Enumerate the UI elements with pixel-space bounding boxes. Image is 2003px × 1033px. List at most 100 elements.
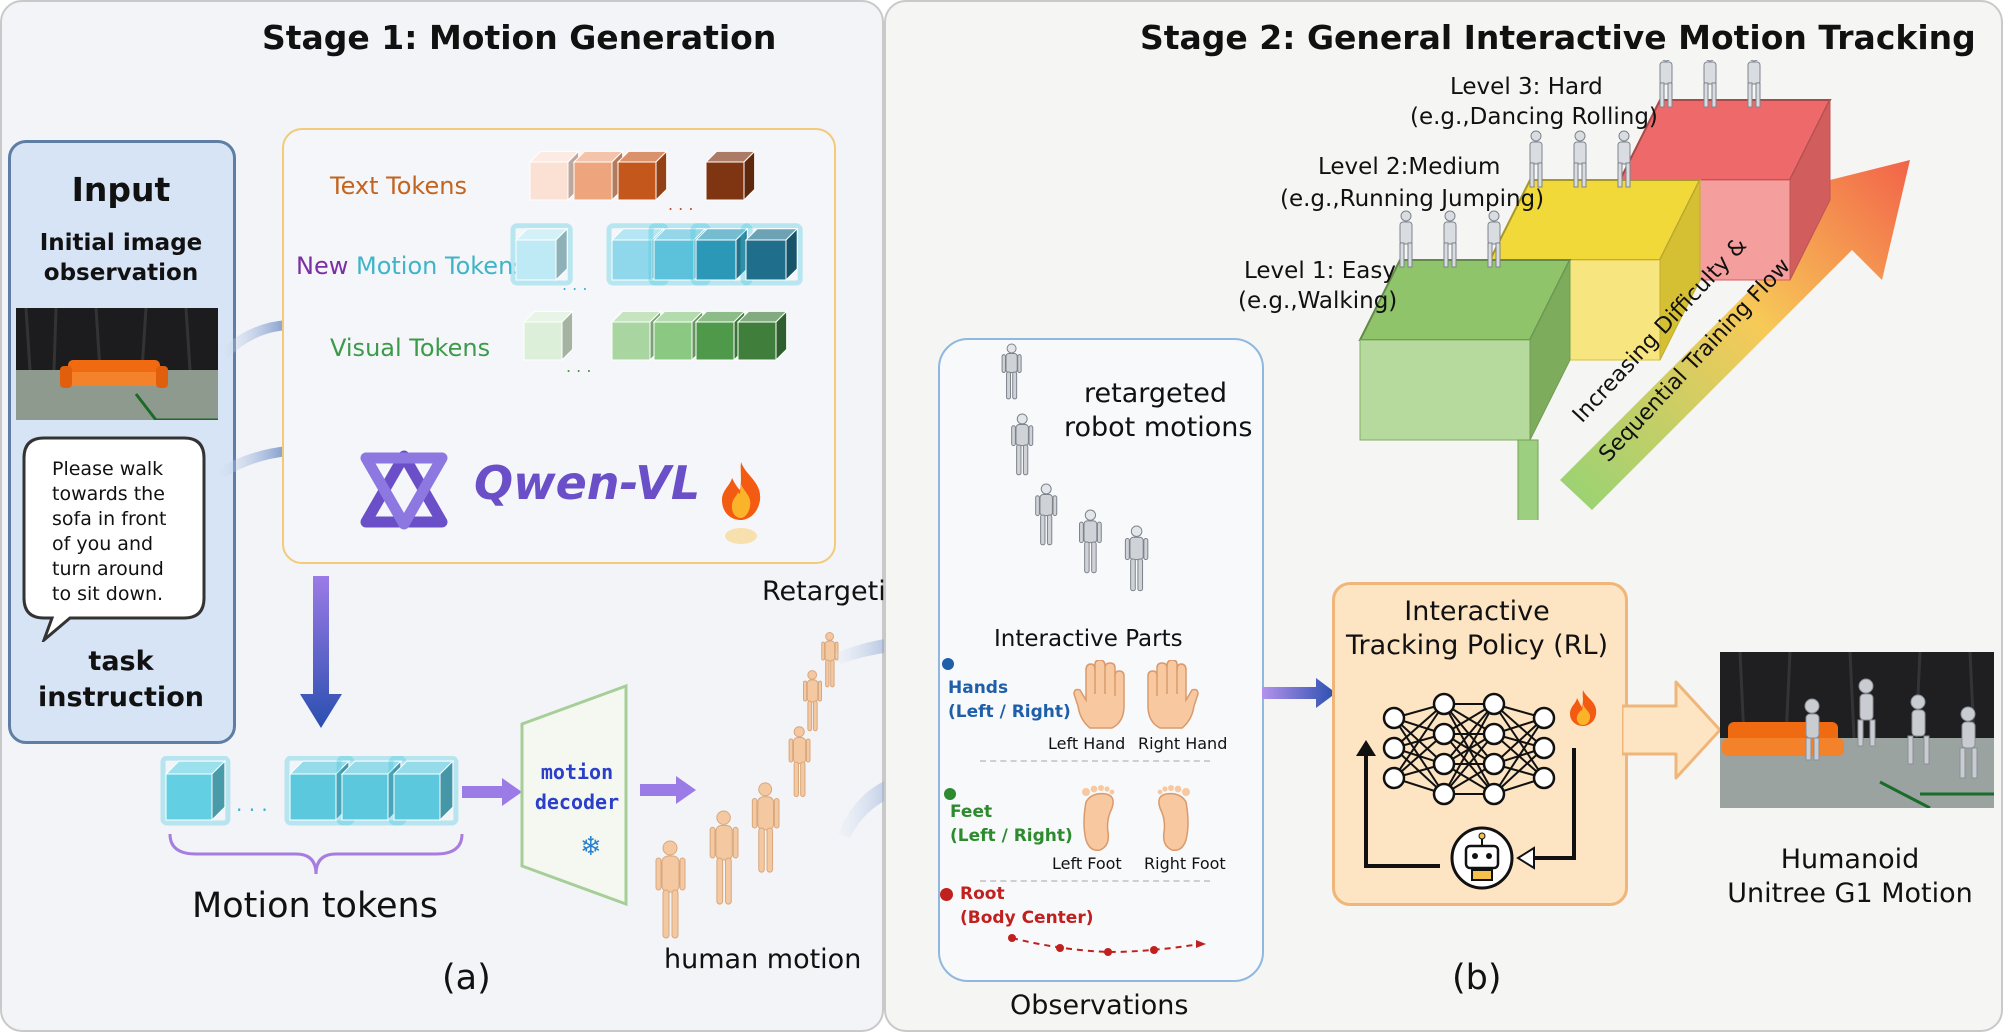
left-foot-icon <box>1082 785 1115 852</box>
text-token-2 <box>616 150 668 202</box>
visual-token-0 <box>522 310 574 362</box>
human-figure-1 <box>709 810 739 905</box>
right-foot-icon <box>1157 785 1190 852</box>
visual-token-ellipsis: . . . <box>566 357 591 376</box>
nn-node-3-0 <box>1532 706 1556 730</box>
level-3-platform <box>1618 60 1832 281</box>
interactive-parts-title: Interactive Parts <box>994 626 1183 652</box>
motion-tokens-caption: Motion tokens <box>192 886 438 926</box>
motion-token-output-2 <box>336 756 407 826</box>
nn-node-2-1 <box>1482 722 1506 746</box>
root-bullet <box>940 888 953 901</box>
motion-token-ellipsis: . . . <box>562 275 587 294</box>
neural-network-diagram <box>1356 692 1576 890</box>
level-1-platform <box>1358 210 1572 441</box>
level-1-robot-2 <box>1487 210 1501 268</box>
nn-node-2-3 <box>1482 782 1506 806</box>
parts-divider-2 <box>980 880 1210 882</box>
qwen-logo-icon <box>360 450 448 530</box>
nn-node-1-0 <box>1432 692 1456 716</box>
input-title: Input <box>71 170 171 209</box>
decoder-label-2: decoder <box>534 790 620 814</box>
qwen-model-name: Qwen-VL <box>474 456 701 510</box>
hands-label-2: (Left / Right) <box>948 702 1071 722</box>
task-label-2: instruction <box>38 682 204 713</box>
robot-figure-1 <box>1011 413 1034 476</box>
motion-token-5 <box>740 223 803 286</box>
nn-node-1-2 <box>1432 752 1456 776</box>
nn-feedback-right <box>1526 748 1576 860</box>
robot-figure-0 <box>1001 343 1022 400</box>
right-hand-label: Right Hand <box>1138 734 1228 753</box>
human-motion-label: human motion <box>664 944 862 975</box>
policy-to-output-arrow <box>1622 680 1722 780</box>
visual-token-4 <box>694 310 746 362</box>
instruction-line-1: Please walk <box>52 458 164 480</box>
model-to-tokens-arrow <box>300 576 342 728</box>
text-token-1 <box>572 150 624 202</box>
task-label-1: task <box>88 646 154 677</box>
root-label-2: (Body Center) <box>960 908 1094 928</box>
frozen-snowflake-icon: ❄ <box>580 832 602 862</box>
feet-label-1: Feet <box>950 802 993 822</box>
human-motion-figures <box>655 632 839 939</box>
nn-node-2-2 <box>1482 752 1506 776</box>
nn-node-1-3 <box>1432 782 1456 806</box>
left-foot-label: Left Foot <box>1052 854 1122 873</box>
human-figure-3 <box>788 726 811 798</box>
motion-tokens-prefix: New <box>296 252 349 280</box>
tokens-to-decoder-arrow <box>462 778 522 806</box>
policy-label-2: Tracking Policy (RL) <box>1345 630 1609 661</box>
level-2-robot-1 <box>1573 130 1587 188</box>
motion-tokens-brace <box>168 833 464 875</box>
instruction-line-5: turn around <box>52 558 164 580</box>
parts-divider-1 <box>980 760 1210 762</box>
nn-node-0-2 <box>1382 766 1406 790</box>
left-hand-icon <box>1073 660 1125 729</box>
text-tokens-label: Text Tokens <box>330 172 467 200</box>
visual-token-5 <box>736 310 788 362</box>
level-1-robot-0 <box>1399 210 1413 268</box>
nn-node-3-2 <box>1532 766 1556 790</box>
policy-label-1: Interactive <box>1404 596 1550 627</box>
level-2-example: (e.g.,Running Jumping) <box>1280 186 1545 212</box>
feet-bullet <box>944 788 956 800</box>
instruction-line-3: sofa in front <box>52 508 167 530</box>
human-figure-4 <box>803 670 822 732</box>
retargeted-label-2: robot motions <box>1064 412 1253 443</box>
initial-image-observation <box>16 308 218 420</box>
levels-to-policy-arrow <box>1517 439 1539 520</box>
output-label-2: Unitree G1 Motion <box>1727 878 1973 909</box>
nn-feedback-left <box>1364 748 1440 868</box>
instruction-line-6: to sit down. <box>52 583 164 605</box>
observations-label: Observations <box>1010 990 1189 1021</box>
level-2-robot-2 <box>1617 130 1631 188</box>
level-3-name: Level 3: Hard <box>1450 74 1603 100</box>
caption-b: (b) <box>1452 958 1502 998</box>
text-token-ellipsis: . . . <box>668 195 693 214</box>
image-observation-label: Initial image observation <box>39 230 203 286</box>
level-3-example: (e.g.,Dancing Rolling) <box>1410 104 1658 130</box>
root-label-1: Root <box>960 884 1005 904</box>
motion-token-0 <box>510 223 573 286</box>
hands-bullet <box>942 658 954 670</box>
robot-figure-2 <box>1035 483 1058 546</box>
motion-tokens-ellipsis: . . . <box>236 792 268 816</box>
nn-node-3-1 <box>1532 736 1556 760</box>
nn-node-0-0 <box>1382 706 1406 730</box>
level-1-robot-1 <box>1443 210 1457 268</box>
motion-token-row <box>160 756 459 826</box>
nn-node-2-0 <box>1482 692 1506 716</box>
text-token-4 <box>704 150 756 202</box>
nn-node-0-1 <box>1382 736 1406 760</box>
text-token-0 <box>528 150 580 202</box>
observations-to-policy-arrow <box>1262 678 1336 708</box>
instruction-line-4: of you and <box>52 533 154 555</box>
motion-tokens-label: Motion Tokens <box>356 252 526 280</box>
feet-label-2: (Left / Right) <box>950 826 1073 846</box>
decoder-to-motion-arrow <box>640 776 696 804</box>
nn-node-1-1 <box>1432 722 1456 746</box>
motion-decoder-block <box>520 684 628 906</box>
level-1-name: Level 1: Easy <box>1244 258 1396 284</box>
right-foot-label: Right Foot <box>1144 854 1226 873</box>
